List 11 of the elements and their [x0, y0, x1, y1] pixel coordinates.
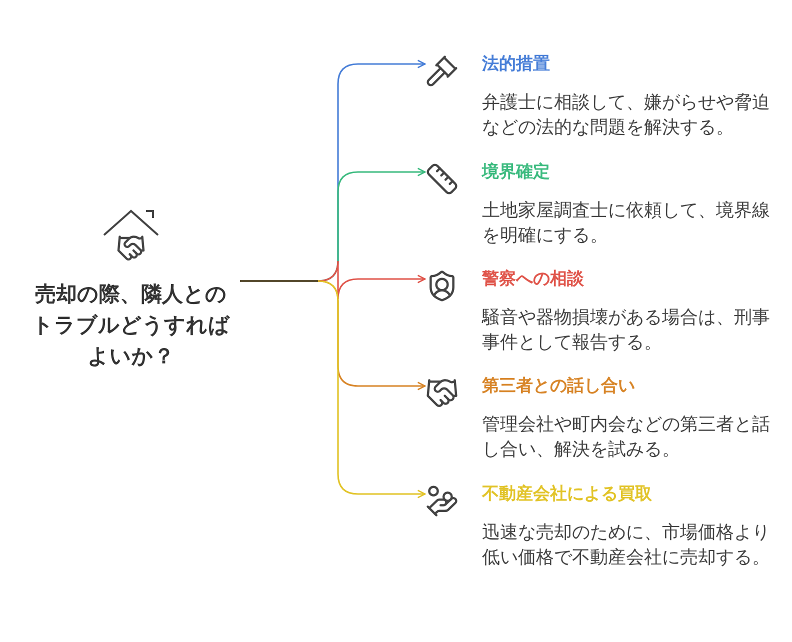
- branch-heading: 不動産会社による買取: [482, 483, 653, 506]
- branch-heading: 第三者との話し合い: [482, 375, 636, 398]
- branch-description: 迅速な売却のために、市場価格より低い価格で不動産会社に売却する。: [482, 521, 770, 570]
- branch-description: 土地家屋調査士に依頼して、境界線を明確にする。: [482, 199, 770, 248]
- branch-description: 騒音や器物損壊がある場合は、刑事事件として報告する。: [482, 306, 770, 355]
- branch-heading: 境界確定: [482, 161, 551, 184]
- branch-description: 管理会社や町内会などの第三者と話し合い、解決を試みる。: [482, 413, 770, 462]
- topic-text: 売却の際、隣人とのトラブルどうすればよいか？: [31, 281, 231, 370]
- branch-heading: 警察への相談: [482, 268, 585, 291]
- branch-heading: 法的措置: [482, 53, 551, 76]
- branch-description: 弁護士に相談して、嫌がらせや脅迫などの法的な問題を解決する。: [482, 91, 770, 140]
